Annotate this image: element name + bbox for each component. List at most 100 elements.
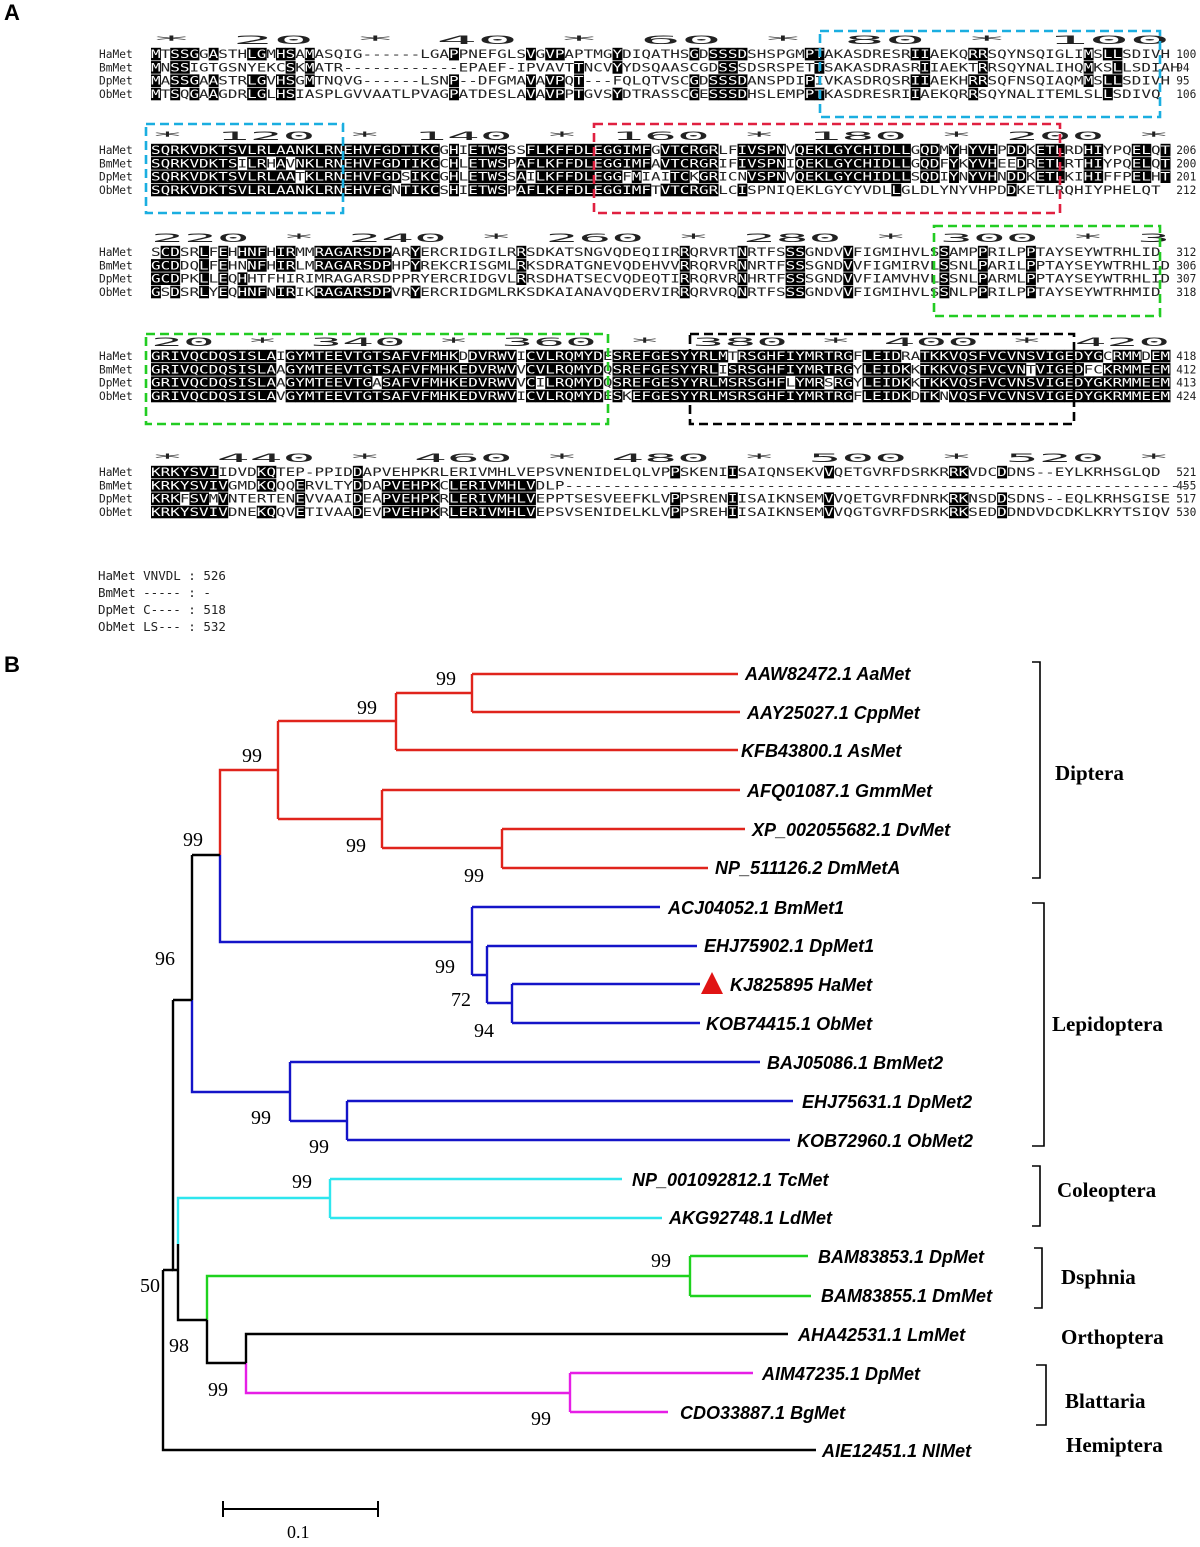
conserved-residue-highlight xyxy=(727,87,738,101)
conserved-residue-highlight xyxy=(256,479,267,492)
conserved-residue-highlight xyxy=(564,363,575,376)
sequence-end-position: 206 xyxy=(1176,144,1196,157)
conserved-residue-highlight xyxy=(247,285,258,299)
sequence-name: DpMet xyxy=(99,75,133,88)
conserved-residue-highlight xyxy=(833,170,844,183)
taxon-label: NP_001092812.1 TcMet xyxy=(632,1170,829,1190)
conserved-residue-highlight xyxy=(208,87,219,101)
conserved-residue-highlight xyxy=(400,183,411,197)
conserved-residue-highlight xyxy=(583,183,594,197)
conserved-residue-highlight xyxy=(1122,363,1133,376)
conserved-residue-highlight xyxy=(420,492,431,505)
conserved-residue-highlight xyxy=(708,389,719,403)
conserved-residue-highlight xyxy=(977,363,988,376)
conserved-residue-highlight xyxy=(1160,349,1171,363)
conserved-residue-highlight xyxy=(218,505,229,519)
conserved-residue-highlight xyxy=(545,389,556,403)
conserved-residue-highlight xyxy=(756,376,767,389)
conserved-residue-highlight xyxy=(968,143,979,157)
conserved-residue-highlight xyxy=(160,183,171,197)
conserved-residue-highlight xyxy=(189,157,200,170)
conserved-residue-highlight xyxy=(872,170,883,183)
conserved-residue-highlight xyxy=(1131,389,1142,403)
conserved-residue-highlight xyxy=(670,349,681,363)
conserved-residue-highlight xyxy=(766,143,777,157)
conserved-residue-highlight xyxy=(352,505,363,519)
conserved-residue-highlight xyxy=(775,349,786,363)
conserved-residue-highlight xyxy=(218,363,229,376)
conserved-residue-highlight xyxy=(891,376,902,389)
conserved-residue-highlight xyxy=(824,349,834,363)
conserved-residue-highlight xyxy=(670,170,681,183)
conserved-residue-highlight xyxy=(574,183,584,197)
conserved-residue-highlight xyxy=(304,349,315,363)
sequence-name: ObMet xyxy=(99,88,133,101)
conserved-residue-highlight xyxy=(1016,389,1027,403)
conserved-residue-highlight xyxy=(449,143,459,157)
conserved-residue-highlight xyxy=(362,285,373,299)
conserved-residue-highlight xyxy=(1025,376,1036,389)
order-label-blattaria: Blattaria xyxy=(1065,1389,1146,1413)
conserved-residue-highlight xyxy=(968,74,979,87)
conserved-residue-highlight xyxy=(179,505,190,519)
conserved-residue-highlight xyxy=(189,170,200,183)
conserved-residue-highlight xyxy=(968,363,979,376)
conserved-residue-highlight xyxy=(1025,272,1036,285)
order-label-coleoptera: Coleoptera xyxy=(1057,1178,1157,1202)
conserved-residue-highlight xyxy=(247,376,258,389)
conserved-residue-highlight xyxy=(718,389,729,403)
conserved-residue-highlight xyxy=(670,376,681,389)
conserved-residue-highlight xyxy=(920,376,931,389)
conserved-residue-highlight xyxy=(199,157,209,170)
sequence-end-position: 307 xyxy=(1176,273,1196,286)
conserved-residue-highlight xyxy=(170,87,181,101)
conserved-residue-highlight xyxy=(372,259,383,272)
conserved-residue-highlight xyxy=(843,245,854,259)
conserved-residue-highlight xyxy=(497,157,508,170)
conserved-residue-highlight xyxy=(362,349,373,363)
conserved-residue-highlight xyxy=(324,285,334,299)
conserved-residue-highlight xyxy=(1083,170,1094,183)
conserved-residue-highlight xyxy=(939,363,950,376)
sequence-name: DpMet xyxy=(99,377,133,390)
conserved-residue-highlight xyxy=(1074,376,1084,389)
conserved-residue-highlight xyxy=(179,61,190,74)
conserved-residue-highlight xyxy=(785,245,796,259)
conserved-residue-highlight xyxy=(506,479,517,492)
conserved-residue-highlight xyxy=(256,363,267,376)
conserved-residue-highlight xyxy=(1093,376,1104,389)
conserved-residue-highlight xyxy=(151,183,161,197)
conserved-residue-highlight xyxy=(785,259,796,272)
conserved-residue-highlight xyxy=(650,389,661,403)
conserved-residue-highlight xyxy=(679,143,690,157)
conserved-residue-highlight xyxy=(458,363,469,376)
conserved-residue-highlight xyxy=(699,157,709,170)
taxon-label: BAM83855.1 DmMet xyxy=(821,1286,993,1306)
conserved-residue-highlight xyxy=(285,170,296,183)
conserved-residue-highlight xyxy=(631,157,642,170)
conserved-residue-highlight xyxy=(477,479,488,492)
conserved-residue-highlight xyxy=(468,183,479,197)
sequence-name: ObMet xyxy=(99,506,133,519)
conserved-residue-highlight xyxy=(804,157,815,170)
conserved-residue-highlight xyxy=(352,259,363,272)
conserved-residue-highlight xyxy=(314,157,325,170)
conserved-residue-highlight xyxy=(391,376,402,389)
conserved-residue-highlight xyxy=(631,389,642,403)
conserved-residue-highlight xyxy=(429,505,440,519)
conserved-residue-highlight xyxy=(506,363,517,376)
motif-box xyxy=(144,332,610,426)
conserved-residue-highlight xyxy=(554,170,565,183)
conserved-residue-highlight xyxy=(256,74,267,87)
conserved-residue-highlight xyxy=(218,479,229,492)
conserved-residue-highlight xyxy=(1045,376,1056,389)
conserved-residue-highlight xyxy=(400,157,411,170)
conserved-residue-highlight xyxy=(775,376,786,389)
conserved-residue-highlight xyxy=(660,183,671,197)
conserved-residue-highlight xyxy=(189,183,200,197)
conserved-residue-highlight xyxy=(622,363,633,376)
conserved-residue-highlight xyxy=(247,87,258,101)
